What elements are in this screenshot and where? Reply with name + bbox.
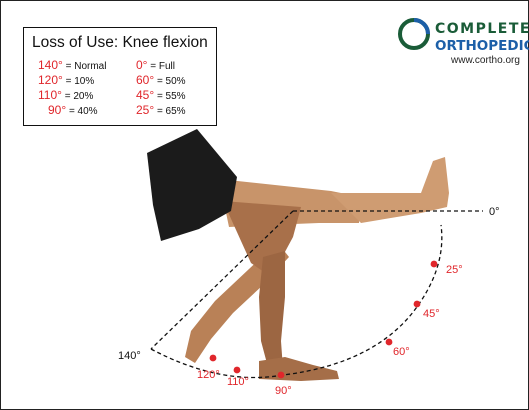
legend-angle: 60° — [136, 73, 154, 87]
legend-row: 60° = 50% — [136, 73, 186, 87]
legend-value: = 65% — [157, 106, 186, 117]
legend-angle: 0° — [136, 58, 147, 72]
legend-title: Loss of Use: Knee flexion — [32, 34, 208, 52]
legend-row: 120° = 10% — [38, 73, 94, 87]
legend-angle: 110° — [38, 88, 62, 102]
legend-value: = 55% — [157, 91, 186, 102]
legend-angle: 120° — [38, 73, 63, 87]
label-120: 120° — [197, 369, 220, 381]
label-110: 110° — [227, 376, 249, 388]
standing-shin — [259, 251, 285, 371]
label-0: 0° — [489, 206, 500, 218]
complete-orthopedics-logo: COMPLETE ORTHOPEDICS www.cortho.org — [397, 13, 525, 69]
legend-value: = 50% — [157, 76, 186, 87]
label-45: 45° — [423, 308, 440, 320]
standing-thigh — [223, 201, 301, 277]
label-90: 90° — [275, 385, 292, 397]
legend-row: 140° = Normal — [38, 58, 106, 72]
label-25: 25° — [446, 264, 463, 276]
legend-value: = Normal — [66, 61, 107, 72]
legend-value: = 20% — [65, 91, 94, 102]
legend-row: 0° = Full — [136, 58, 175, 72]
logo-ring-icon — [397, 17, 431, 51]
legend-value: = 40% — [69, 106, 98, 117]
legend-box: Loss of Use: Knee flexion 140° = Normal … — [23, 27, 217, 126]
marker-90 — [278, 372, 285, 379]
marker-25 — [431, 261, 438, 268]
label-140: 140° — [118, 350, 141, 362]
legend-row: 45° = 55% — [136, 88, 186, 102]
legend-angle: 45° — [136, 88, 154, 102]
legend-angle: 140° — [38, 58, 63, 72]
logo-line-1: COMPLETE — [435, 21, 529, 37]
marker-45 — [414, 301, 421, 308]
marker-110 — [234, 367, 241, 374]
shorts — [147, 129, 237, 241]
standing-foot — [259, 357, 339, 381]
marker-60 — [386, 339, 393, 346]
legend-angle: 90° — [48, 103, 66, 117]
leg-illustration — [147, 129, 449, 381]
logo-url: www.cortho.org — [451, 55, 520, 66]
legend-row: 110° = 20% — [38, 88, 93, 102]
marker-120 — [210, 355, 217, 362]
legend-angle: 25° — [136, 103, 154, 117]
legend-row: 90° = 40% — [48, 103, 98, 117]
legend-value: = Full — [150, 61, 175, 72]
logo-line-2: ORTHOPEDICS — [435, 38, 529, 54]
legend-row: 25° = 65% — [136, 103, 186, 117]
legend-value: = 10% — [66, 76, 95, 87]
label-60: 60° — [393, 346, 410, 358]
